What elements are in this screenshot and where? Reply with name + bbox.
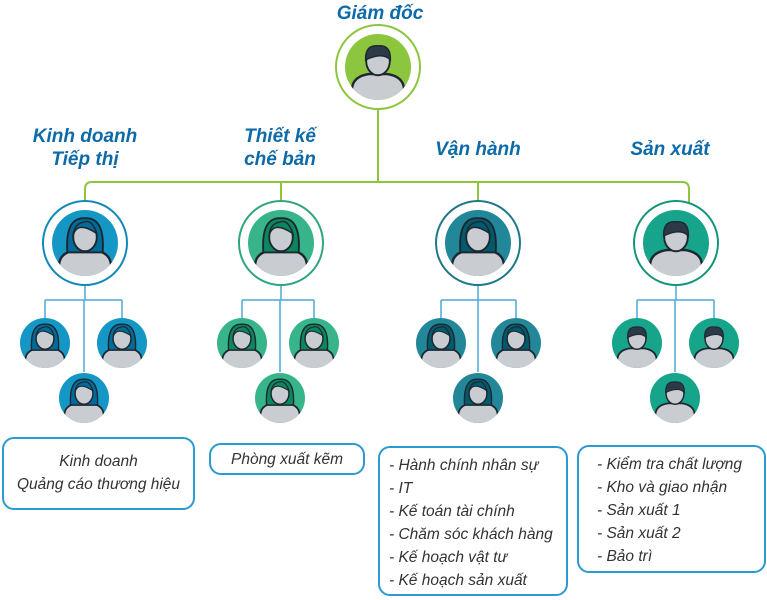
staff-avatar — [255, 373, 305, 423]
list-item: - Kho và giao nhận — [597, 479, 728, 496]
department-head-avatar — [238, 200, 324, 286]
dept-van-hanh-title-line1: Vận hành — [435, 139, 521, 160]
person-icon — [457, 378, 499, 423]
list-item: - Kế hoạch sản xuất — [389, 572, 527, 589]
list-item: - Kiểm tra chất lượng — [597, 456, 742, 473]
list-item: - Hành chính nhân sự — [389, 457, 539, 474]
department-bus-line — [84, 181, 690, 207]
person-icon — [259, 378, 301, 423]
staff-avatar — [650, 373, 700, 423]
dept-kinh-doanh-title: Kinh doanh Tiếp thị — [10, 125, 160, 171]
dept-thiet-ke-title: Thiết kế chế bản — [215, 125, 345, 171]
staff-avatar — [416, 318, 466, 368]
person-icon — [63, 378, 105, 423]
staff-avatar — [612, 318, 662, 368]
person-icon — [420, 323, 462, 368]
list-item: Phòng xuất kẽm — [230, 451, 343, 468]
dept-kinh-doanh-title-line2: Tiếp thị — [51, 149, 119, 170]
list-item: Kinh doanh — [59, 453, 138, 470]
person-icon — [495, 323, 537, 368]
person-icon — [293, 323, 335, 368]
department-head-avatar — [633, 200, 719, 286]
dept-van-hanh-title: Vận hành — [408, 138, 548, 161]
staff-avatar — [289, 318, 339, 368]
staff-avatar — [453, 373, 503, 423]
dept-kinh-doanh-title-line1: Kinh doanh — [32, 126, 138, 147]
staff-avatar — [491, 318, 541, 368]
list-item: - Bảo trì — [597, 548, 653, 565]
person-icon — [101, 323, 143, 368]
staff-avatar — [217, 318, 267, 368]
dept-thiet-ke-title-line2: chế bản — [244, 149, 316, 170]
director-avatar — [335, 24, 421, 110]
list-item: - Sản xuất 2 — [597, 525, 681, 542]
staff-avatar — [59, 373, 109, 423]
person-icon — [616, 326, 658, 368]
dept-kinh-doanh-list: Kinh doanh Quảng cáo thương hiệu — [2, 437, 195, 510]
person-icon — [450, 217, 506, 276]
list-item: - Kế toán tài chính — [389, 503, 515, 520]
list-item: - Kế hoạch vật tư — [389, 549, 508, 566]
person-icon — [24, 323, 66, 368]
department-head-avatar — [42, 200, 128, 286]
list-item: - Sản xuất 1 — [597, 502, 681, 519]
person-icon — [57, 217, 113, 276]
dept-san-xuat-title-line1: Sản xuất — [630, 139, 710, 160]
dept-van-hanh-list: - Hành chính nhân sự - IT - Kế toán tài … — [378, 446, 568, 596]
staff-avatar — [20, 318, 70, 368]
staff-avatar — [689, 318, 739, 368]
person-icon — [253, 217, 309, 276]
department-head-avatar — [435, 200, 521, 286]
list-item: - IT — [389, 480, 413, 497]
person-icon — [648, 221, 704, 276]
staff-avatar — [97, 318, 147, 368]
person-icon — [693, 326, 735, 368]
dept-san-xuat-title: Sản xuất — [600, 138, 740, 161]
list-item: - Chăm sóc khách hàng — [389, 526, 553, 543]
dept-thiet-ke-title-line1: Thiết kế — [244, 126, 316, 147]
dept-thiet-ke-list: Phòng xuất kẽm — [209, 443, 365, 475]
dept-san-xuat-list: - Kiểm tra chất lượng - Kho và giao nhận… — [577, 445, 766, 573]
list-item: Quảng cáo thương hiệu — [16, 476, 181, 493]
director-title: Giám đốc — [336, 3, 424, 24]
person-icon — [350, 45, 406, 100]
person-icon — [221, 323, 263, 368]
person-icon — [654, 381, 696, 423]
